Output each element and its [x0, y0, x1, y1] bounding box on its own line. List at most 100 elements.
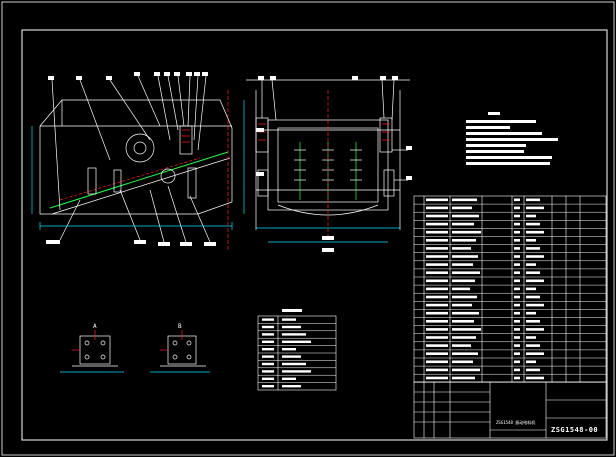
parts-list-cell-text: [426, 230, 448, 234]
parts-list-cell-text: [526, 303, 544, 307]
parameters-cell-text: [262, 333, 274, 336]
parts-list-cell-text: [452, 230, 481, 234]
parts-list-cell-text: [514, 311, 520, 315]
parameters-table-title: [282, 309, 302, 312]
parts-list-cell-text: [426, 263, 448, 266]
parts-list-cell-text: [526, 247, 540, 250]
front-view: [246, 79, 410, 243]
parts-list-cell-text: [426, 311, 448, 315]
parts-list-cell-text: [426, 328, 448, 331]
parts-list-cell-text: [514, 352, 520, 355]
parts-list-cell-text: [514, 263, 520, 266]
parts-list-cell-text: [426, 214, 448, 218]
parts-list-cell-text: [526, 344, 540, 347]
parts-list-cell-text: [452, 222, 474, 226]
title-block: [413, 381, 607, 439]
parameters-cell-text: [282, 318, 296, 321]
parameters-cell-text: [262, 370, 274, 373]
parts-list-cell-text: [514, 368, 520, 372]
parts-list-cell-text: [514, 295, 520, 299]
parts-list-cell-text: [452, 344, 471, 347]
parts-list-cell-text: [526, 295, 540, 299]
parts-list-cell-text: [514, 303, 520, 307]
parameters-cell-text: [282, 377, 296, 380]
parts-list-cell-text: [514, 287, 520, 291]
parts-list-cell-text: [452, 328, 481, 331]
parts-list-cell-text: [526, 368, 540, 372]
parts-list-cell-text: [514, 214, 520, 218]
parts-list-cell-text: [426, 255, 448, 258]
parameters-cell-text: [262, 355, 274, 358]
parts-list-cell-text: [426, 336, 448, 339]
parts-list-cell-text: [452, 255, 478, 258]
parts-list-cell-text: [426, 360, 448, 364]
drawing-title: ZSG1548 振动给料机: [496, 420, 536, 425]
parts-list-cell-text: [514, 206, 520, 210]
parts-list-cell-text: [514, 239, 520, 242]
parts-list-cell-text: [514, 255, 520, 258]
parts-list-cell-text: [452, 279, 475, 283]
parts-list-cell-text: [452, 206, 472, 210]
parts-list-cell-text: [426, 287, 448, 291]
parts-list-cell-text: [452, 336, 476, 339]
parameters-table-rows: [258, 318, 336, 388]
parts-list-cell-text: [426, 368, 448, 372]
parameters-cell-text: [282, 340, 311, 343]
parts-list-cell-text: [426, 376, 448, 380]
parts-list-cell-text: [526, 320, 540, 323]
parts-list-cell-text: [526, 263, 536, 266]
parts-list-cell-text: [426, 320, 448, 323]
parts-list-cell-text: [526, 214, 536, 218]
parts-list-cell-text: [514, 247, 520, 250]
parameters-cell-text: [262, 325, 274, 329]
parts-list-cell-text: [426, 239, 448, 242]
parts-list-cell-text: [452, 295, 477, 299]
parts-list-cell-text: [452, 360, 473, 364]
parts-list-cell-text: [514, 230, 520, 234]
drawing-number: ZSG1548-00: [551, 426, 599, 434]
parts-list-cell-text: [526, 287, 536, 291]
parts-list-cell-text: [526, 352, 544, 355]
parts-list-cell-text: [452, 303, 472, 307]
parts-list-cell-text: [452, 198, 477, 202]
parts-list-cell-text: [426, 247, 448, 250]
parameters-cell-text: [262, 340, 274, 343]
parts-list-cell-text: [526, 230, 544, 234]
parts-list-cell-text: [514, 336, 520, 339]
parts-list-cell-text: [514, 320, 520, 323]
side-view-balloons: [46, 72, 216, 246]
section-b-label: B: [178, 323, 182, 330]
side-view: [31, 75, 245, 250]
technical-notes: [466, 112, 558, 165]
parts-list-cell-text: [526, 311, 536, 315]
parts-list-cell-text: [426, 206, 448, 210]
parts-list-cell-text: [452, 214, 479, 218]
parts-list-cell-text: [452, 352, 478, 355]
parts-list-cell-text: [514, 279, 520, 283]
parameters-cell-text: [282, 355, 301, 358]
parts-list-cell-text: [526, 222, 540, 226]
section-a-label: A: [93, 323, 97, 330]
parameters-cell-text: [282, 333, 306, 336]
parts-list-cell-text: [452, 271, 480, 274]
parts-list-cell-text: [426, 279, 448, 283]
parameters-cell-text: [282, 348, 296, 351]
parameters-cell-text: [282, 385, 301, 388]
parts-list-cell-text: [514, 344, 520, 347]
parts-list-cell-text: [514, 271, 520, 274]
parts-list-cell-text: [452, 263, 473, 266]
parts-list-cell-text: [514, 376, 520, 380]
section-view-a: [60, 330, 124, 373]
parameters-cell-text: [282, 325, 301, 329]
parameters-cell-text: [262, 362, 274, 366]
parts-list-cell-text: [514, 222, 520, 226]
parts-list-cell-text: [426, 222, 448, 226]
parts-list-cell-text: [526, 279, 544, 283]
parts-list-cell-text: [526, 255, 544, 258]
parts-list-cell-text: [426, 303, 448, 307]
parts-list-cell-text: [514, 328, 520, 331]
parts-list-cell-text: [526, 328, 544, 331]
parts-list-cell-text: [526, 360, 536, 364]
